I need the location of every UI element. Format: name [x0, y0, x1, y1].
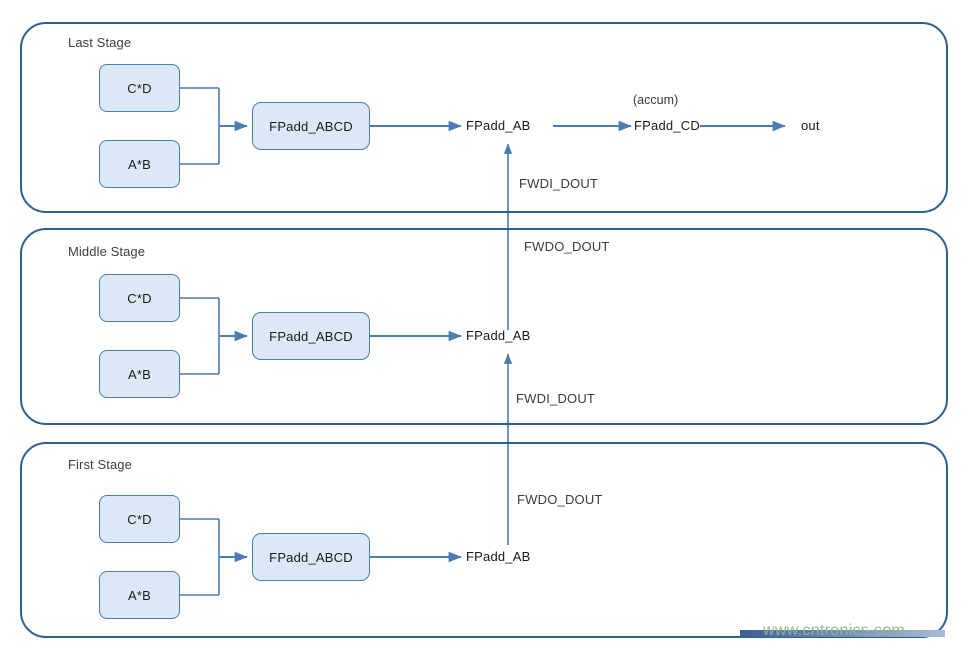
signal-label-fwdo-middle: FWDO_DOUT	[524, 239, 610, 254]
node-label-fpadd-ab-middle: FPadd_AB	[466, 328, 531, 343]
stage-label-last: Last Stage	[68, 35, 132, 50]
op-box-adder-first[interactable]: FPadd_ABCD	[252, 533, 370, 581]
op-box-adder-last[interactable]: FPadd_ABCD	[252, 102, 370, 150]
op-box-cd-last[interactable]: C*D	[99, 64, 180, 112]
op-box-cd-first[interactable]: C*D	[99, 495, 180, 543]
stage-container-last	[20, 22, 948, 213]
op-box-adder-middle[interactable]: FPadd_ABCD	[252, 312, 370, 360]
signal-label-fwdo-first: FWDO_DOUT	[517, 492, 603, 507]
op-box-ab-last[interactable]: A*B	[99, 140, 180, 188]
signal-label-fwdi-middle: FWDI_DOUT	[516, 391, 596, 406]
node-label-fpadd-ab-last: FPadd_AB	[466, 118, 531, 133]
node-label-fpadd-ab-first: FPadd_AB	[466, 549, 531, 564]
node-label-out: out	[801, 118, 820, 133]
label-accum-note: (accum)	[633, 93, 679, 107]
watermark-text: www.cntronics.com	[763, 622, 906, 639]
stage-label-first: First Stage	[68, 457, 132, 472]
signal-label-fwdi-last: FWDI_DOUT	[519, 176, 599, 191]
node-label-fpadd-cd: FPadd_CD	[634, 118, 700, 133]
op-box-ab-middle[interactable]: A*B	[99, 350, 180, 398]
watermark-bar	[740, 630, 945, 637]
stage-container-middle	[20, 228, 948, 425]
op-box-cd-middle[interactable]: C*D	[99, 274, 180, 322]
stage-label-middle: Middle Stage	[68, 244, 146, 259]
op-box-ab-first[interactable]: A*B	[99, 571, 180, 619]
stage-container-first	[20, 442, 948, 638]
